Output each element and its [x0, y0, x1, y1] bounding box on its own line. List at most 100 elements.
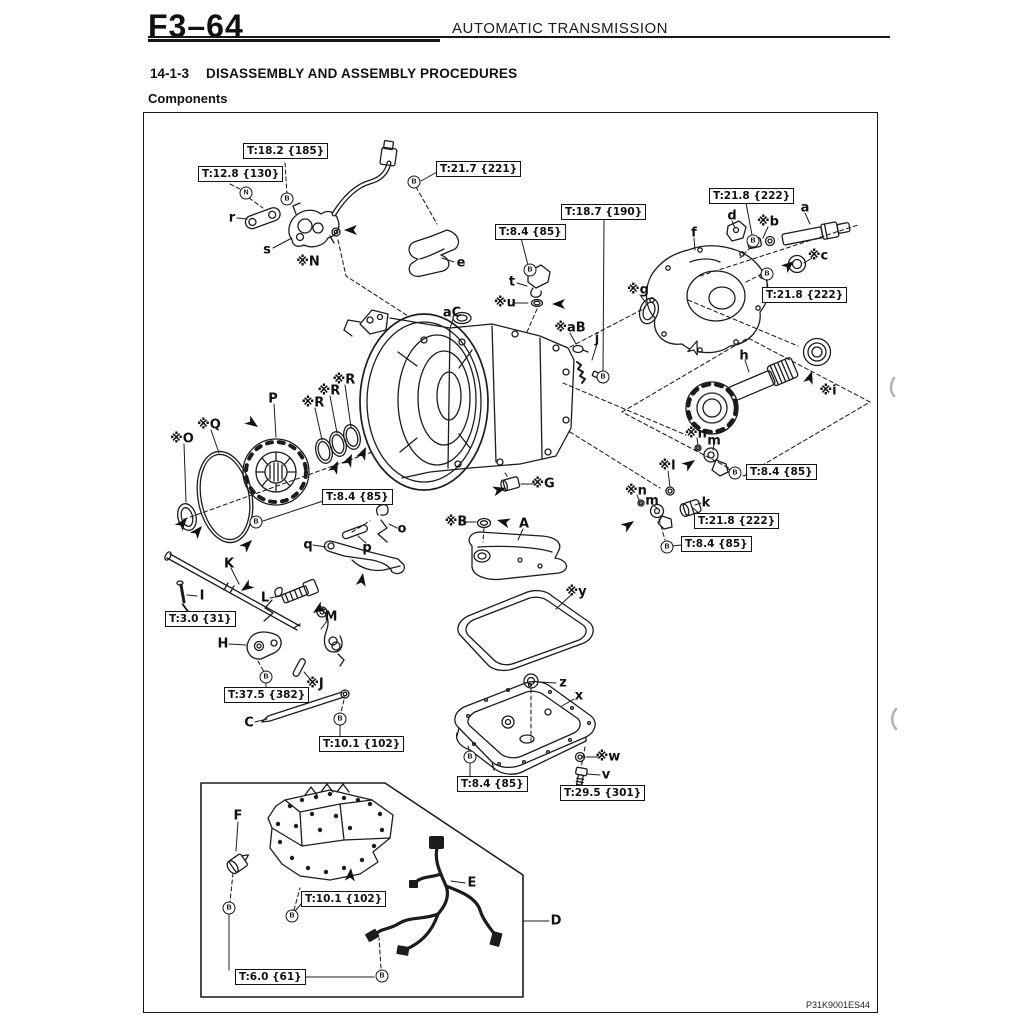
part-label-o: o — [397, 521, 407, 537]
shift-lever-assembly-drawing — [244, 139, 460, 277]
torque-label-18-7: T:18.7 {190} — [561, 204, 647, 220]
torque-label-21-8-plug: T:21.8 {222} — [694, 513, 780, 529]
torque-label-6-0: T:6.0 {61} — [235, 969, 306, 985]
part-label-ref-J: ※J — [306, 676, 324, 692]
torque-label-18-2: T:18.2 {185} — [243, 143, 329, 159]
open-arrow — [687, 340, 698, 356]
wiring-harness-drawing — [372, 846, 498, 952]
torque-label-8-4-sensor: T:8.4 {85} — [495, 224, 566, 240]
torque-label-3-0: T:3.0 {31} — [165, 611, 236, 627]
torque-label-8-4-pump: T:8.4 {85} — [322, 489, 393, 505]
part-label-d: d — [727, 208, 737, 224]
header-rule — [148, 36, 890, 38]
part-label-ref-R-2: ※R — [317, 383, 341, 399]
torque-label-8-4-pan: T:8.4 {85} — [457, 776, 528, 792]
part-label-f: f — [691, 225, 697, 241]
manual-linkage-drawing — [164, 551, 350, 723]
section-title: DISASSEMBLY AND ASSEMBLY PROCEDURES — [206, 66, 518, 81]
part-label-ref-B: ※B — [444, 514, 468, 530]
part-label-r: r — [228, 210, 236, 226]
valve-body-inset-drawing — [200, 782, 524, 998]
transfer-case-drawing — [638, 220, 851, 354]
torque-label-10-1-valvebody: T:10.1 {102} — [301, 891, 387, 907]
torque-label-29-5: T:29.5 {301} — [560, 785, 646, 801]
bolt-marker: B — [222, 901, 236, 915]
oil-pan-drawing — [454, 673, 596, 787]
switch-fittings-drawing — [637, 444, 729, 530]
part-label-ref-u: ※u — [494, 295, 516, 311]
part-label-t: t — [508, 274, 516, 290]
part-label-ref-n-upper: ※n — [685, 426, 707, 442]
torque-label-8-4-right-upper: T:8.4 {85} — [746, 464, 817, 480]
part-label-e: e — [456, 255, 466, 271]
part-label-ref-l: ※l — [658, 458, 676, 474]
part-label-ref-w: ※w — [595, 749, 621, 765]
part-label-ref-R-1: ※R — [301, 395, 325, 411]
section-number: 14-1-3 — [150, 66, 190, 81]
part-label-ref-O: ※O — [170, 431, 194, 447]
part-label-ref-N: ※N — [296, 254, 320, 270]
sensor-t-drawing — [527, 264, 551, 308]
part-label-A: A — [518, 516, 530, 532]
part-label-h: h — [739, 348, 749, 364]
figure-title: Components — [148, 91, 228, 106]
output-gear-drawing — [685, 337, 832, 435]
part-label-k: k — [701, 495, 711, 511]
construction-lines — [181, 162, 871, 969]
part-label-P: P — [268, 391, 278, 407]
header-rule-thick — [148, 39, 440, 42]
part-label-M: M — [324, 609, 338, 625]
part-label-z: z — [559, 675, 567, 691]
bolt-marker: B — [249, 515, 263, 529]
bolt-marker: B — [760, 267, 774, 281]
bolt-marker: B — [660, 540, 674, 554]
diagram-border — [143, 112, 878, 1013]
transmission-case-drawing — [343, 309, 601, 491]
nut-marker: N — [239, 186, 253, 200]
part-label-ref-i: ※i — [819, 383, 837, 399]
part-label-ref-y: ※y — [565, 584, 587, 600]
bolt-marker: B — [280, 192, 294, 206]
part-label-m-upper: m — [707, 433, 721, 449]
bolt-marker: B — [523, 263, 537, 277]
bolt-marker: B — [728, 466, 742, 480]
bolt-marker: B — [259, 670, 273, 684]
part-label-ref-g: ※g — [627, 282, 649, 298]
part-label-I: I — [199, 588, 205, 604]
part-label-H: H — [217, 636, 229, 652]
bolt-marker: B — [746, 234, 760, 248]
part-label-E: E — [467, 875, 477, 891]
part-label-C: C — [244, 715, 254, 731]
torque-label-21-8-top: T:21.8 {222} — [709, 188, 795, 204]
torque-label-21-8-shaft: T:21.8 {222} — [762, 287, 848, 303]
part-label-q: q — [303, 537, 313, 553]
torque-label-8-4-right-lower: T:8.4 {85} — [681, 536, 752, 552]
torque-label-21-7: T:21.7 {221} — [436, 161, 522, 177]
bolt-marker: B — [407, 175, 421, 189]
part-label-L: L — [260, 590, 270, 606]
part-label-a: a — [800, 200, 810, 216]
torque-label-12-8: T:12.8 {130} — [198, 166, 284, 182]
bolt-marker: B — [596, 370, 610, 384]
part-label-ref-c: ※c — [807, 248, 829, 264]
part-label-ref-Q: ※Q — [197, 417, 221, 433]
part-label-x: x — [574, 688, 584, 704]
direction-arrows — [174, 225, 813, 882]
parking-rod-drawing — [323, 503, 405, 575]
scan-artifacts — [889, 376, 898, 731]
part-label-ref-aB: ※aB — [554, 320, 586, 336]
torque-label-10-1-rod: T:10.1 {102} — [319, 736, 405, 752]
page-code: F3–64 — [148, 8, 244, 44]
header-title: AUTOMATIC TRANSMISSION — [452, 20, 669, 37]
torque-label-37-5: T:37.5 {382} — [224, 687, 310, 703]
leader-lines — [181, 171, 813, 978]
part-label-ref-G: ※G — [531, 476, 555, 492]
part-label-F: F — [233, 808, 243, 824]
oil-pump-drawing — [177, 424, 361, 544]
part-label-ref-n-lower: ※n — [625, 483, 647, 499]
part-label-ref-b: ※b — [757, 214, 779, 230]
part-label-j: j — [594, 331, 600, 347]
bolt-marker: B — [375, 969, 389, 983]
